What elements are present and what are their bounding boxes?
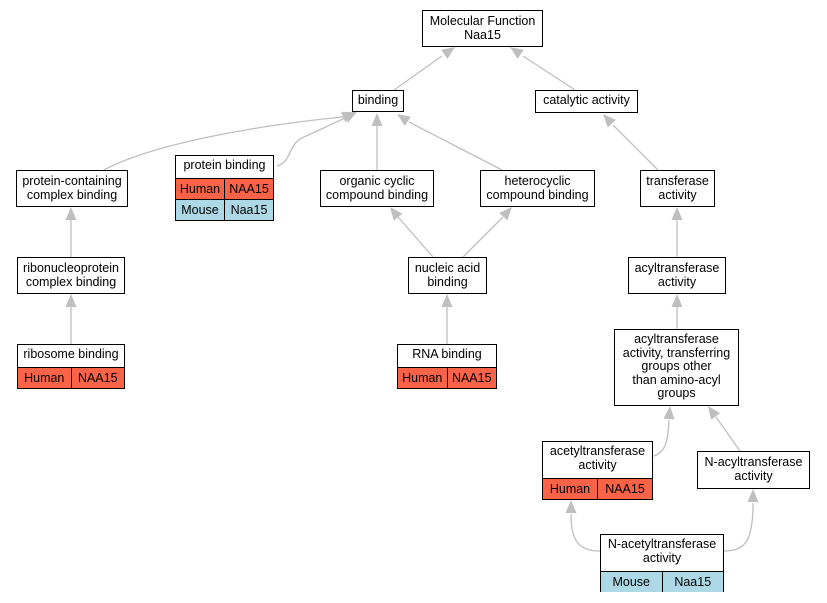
species-row: Human NAA15: [543, 478, 652, 499]
node-label: acyltransferase activity, transferring g…: [622, 332, 731, 400]
gene-cell: Naa15: [224, 200, 273, 220]
edge-protein-binding-to-binding: [276, 117, 346, 167]
species-row: Human NAA15: [398, 367, 496, 388]
edge-n-acetyl-to-n-acyltransferase: [723, 502, 754, 552]
node-label: acyltransferase activity: [634, 261, 720, 289]
arrowhead: [65, 294, 77, 307]
species-cell: Mouse: [181, 203, 219, 217]
gene-cell: Naa15: [661, 572, 724, 592]
edge-nucleic-acid-to-organic-cyclic: [397, 216, 434, 258]
edge-n-acyltransferase-to-non-aminoacyl: [715, 416, 741, 452]
arrowhead: [65, 207, 77, 220]
node-catalytic-activity[interactable]: catalytic activity: [535, 90, 638, 113]
node-label: organic cyclic compound binding: [325, 174, 429, 202]
species-row: Mouse Naa15: [176, 199, 273, 220]
edge-catalytic-to-molecular-function: [522, 55, 576, 91]
gene-cell: NAA15: [70, 368, 125, 388]
node-transferase-activity[interactable]: transferase activity: [640, 170, 715, 207]
gene-cell: NAA15: [224, 179, 273, 199]
arrowhead: [671, 207, 683, 220]
node-ribonucleoprotein-complex-binding[interactable]: ribonucleoprotein complex binding: [17, 257, 125, 294]
node-protein-binding[interactable]: protein binding Human NAA15 Mouse Naa15: [175, 155, 274, 221]
arrowhead: [510, 47, 524, 59]
species-cell: Human: [402, 371, 443, 385]
arrowhead: [603, 114, 616, 128]
node-acetyltransferase-activity[interactable]: acetyltransferase activity Human NAA15: [542, 441, 653, 500]
node-label: ribonucleoprotein complex binding: [23, 261, 119, 289]
node-organic-cyclic-compound-binding[interactable]: organic cyclic compound binding: [320, 170, 434, 207]
edge-binding-to-molecular-function: [393, 55, 443, 91]
arrowhead: [499, 207, 512, 221]
arrowhead: [663, 406, 675, 420]
node-label: ribosome binding: [23, 347, 119, 361]
arrowhead: [441, 47, 455, 59]
node-acyltransferase-activity[interactable]: acyltransferase activity: [628, 257, 726, 294]
arrowhead: [708, 406, 721, 420]
node-acyltransferase-non-aminoacyl[interactable]: acyltransferase activity, transferring g…: [614, 329, 739, 406]
node-nucleic-acid-binding[interactable]: nucleic acid binding: [408, 257, 487, 294]
arrowhead: [371, 113, 383, 126]
node-molecular-function[interactable]: Molecular Function Naa15: [422, 10, 543, 47]
gene-cell: NAA15: [446, 368, 497, 388]
node-heterocyclic-compound-binding[interactable]: heterocyclic compound binding: [480, 170, 595, 207]
node-ribosome-binding[interactable]: ribosome binding Human NAA15: [17, 344, 125, 389]
arrowhead: [565, 500, 577, 513]
node-label: protein binding: [183, 158, 266, 172]
edge-n-acetyl-to-acetyltransferase: [570, 513, 601, 552]
node-label: heterocyclic compound binding: [486, 174, 589, 202]
arrowhead: [747, 489, 759, 502]
node-label: binding: [357, 93, 399, 107]
node-label: acetyltransferase activity: [549, 444, 646, 472]
node-rna-binding[interactable]: RNA binding Human NAA15: [397, 344, 497, 389]
node-label: transferase activity: [646, 174, 709, 202]
edge-heterocyclic-to-binding: [408, 121, 503, 171]
node-label: protein-containing complex binding: [22, 174, 122, 202]
species-cell: Human: [24, 371, 65, 385]
node-label: Molecular Function Naa15: [429, 14, 536, 42]
edge-protein-complex-to-binding: [103, 116, 344, 171]
node-label: nucleic acid binding: [414, 261, 481, 289]
species-cell: Human: [179, 182, 221, 196]
species-cell: Human: [549, 482, 591, 496]
node-label: RNA binding: [412, 347, 482, 361]
edge-nucleic-acid-to-heterocyclic: [462, 216, 504, 258]
node-label: N-acetyltransferase activity: [607, 537, 717, 565]
arrowhead: [671, 294, 683, 307]
species-row: Human NAA15: [18, 367, 124, 388]
arrowhead: [390, 207, 403, 221]
node-n-acyltransferase-activity[interactable]: N-acyltransferase activity: [697, 451, 810, 489]
edge-acetyltransferase-to-non-aminoacyl: [653, 419, 670, 457]
species-row: Human NAA15: [176, 178, 273, 199]
arrowhead: [397, 114, 411, 126]
edge-transferase-to-catalytic: [612, 124, 659, 171]
node-protein-containing-complex-binding[interactable]: protein-containing complex binding: [16, 170, 128, 207]
node-binding[interactable]: binding: [352, 90, 404, 112]
node-label: catalytic activity: [543, 93, 630, 107]
gene-cell: NAA15: [597, 479, 652, 499]
species-cell: Mouse: [612, 575, 651, 589]
arrowhead: [441, 294, 453, 307]
node-n-acetyltransferase-activity[interactable]: N-acetyltransferase activity Mouse Naa15: [600, 534, 724, 592]
species-row: Mouse Naa15: [601, 571, 723, 592]
arrowhead: [342, 112, 357, 123]
node-label: N-acyltransferase activity: [704, 455, 803, 483]
